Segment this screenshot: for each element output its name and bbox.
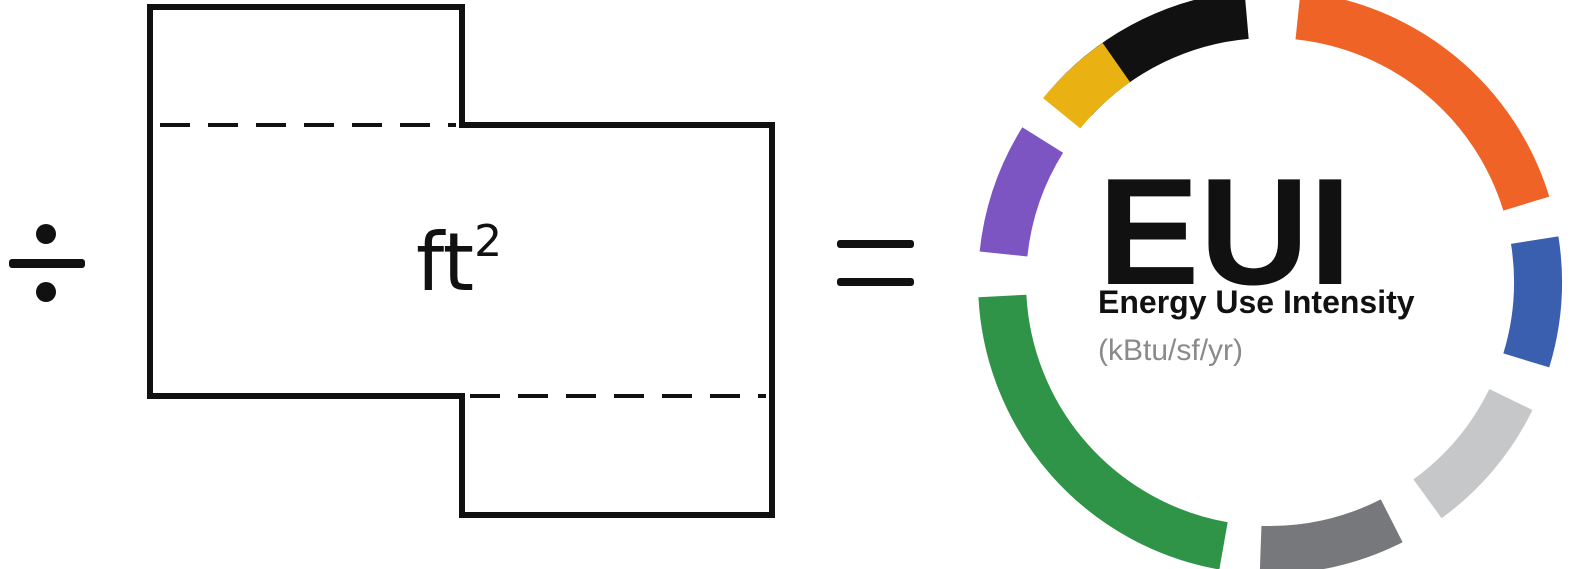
area-unit-exponent: 2 [474, 216, 502, 267]
eui-title: EUI [1098, 147, 1351, 317]
ring-segment-blue [1503, 236, 1562, 368]
ring-segment-yellow [1043, 42, 1131, 129]
eui-badge: EUI Energy Use Intensity (kBtu/sf/yr) [978, 0, 1562, 569]
area-unit-base: ft [416, 216, 474, 309]
divide-sign [9, 224, 85, 302]
ring-segment-light-gray [1413, 388, 1533, 519]
ring-segment-green [978, 294, 1228, 569]
floor-plan-outline [147, 4, 775, 518]
divide-dot-bottom [36, 282, 56, 302]
ring-segment-purple [979, 127, 1064, 257]
divide-bar [9, 259, 85, 268]
divide-dot-top [36, 224, 56, 244]
eui-units: (kBtu/sf/yr) [1098, 334, 1243, 367]
equals-bar-bottom [837, 278, 914, 286]
eui-subtitle: Energy Use Intensity [1098, 284, 1415, 320]
floor-plan: ft2 [147, 4, 775, 518]
eui-ring [978, 0, 1562, 569]
ring-segment-orange [1295, 0, 1550, 211]
area-unit-label: ft2 [416, 216, 502, 309]
equals-bar-top [837, 240, 914, 248]
equals-sign [837, 240, 914, 286]
ring-segment-dark-gray [1259, 499, 1403, 569]
